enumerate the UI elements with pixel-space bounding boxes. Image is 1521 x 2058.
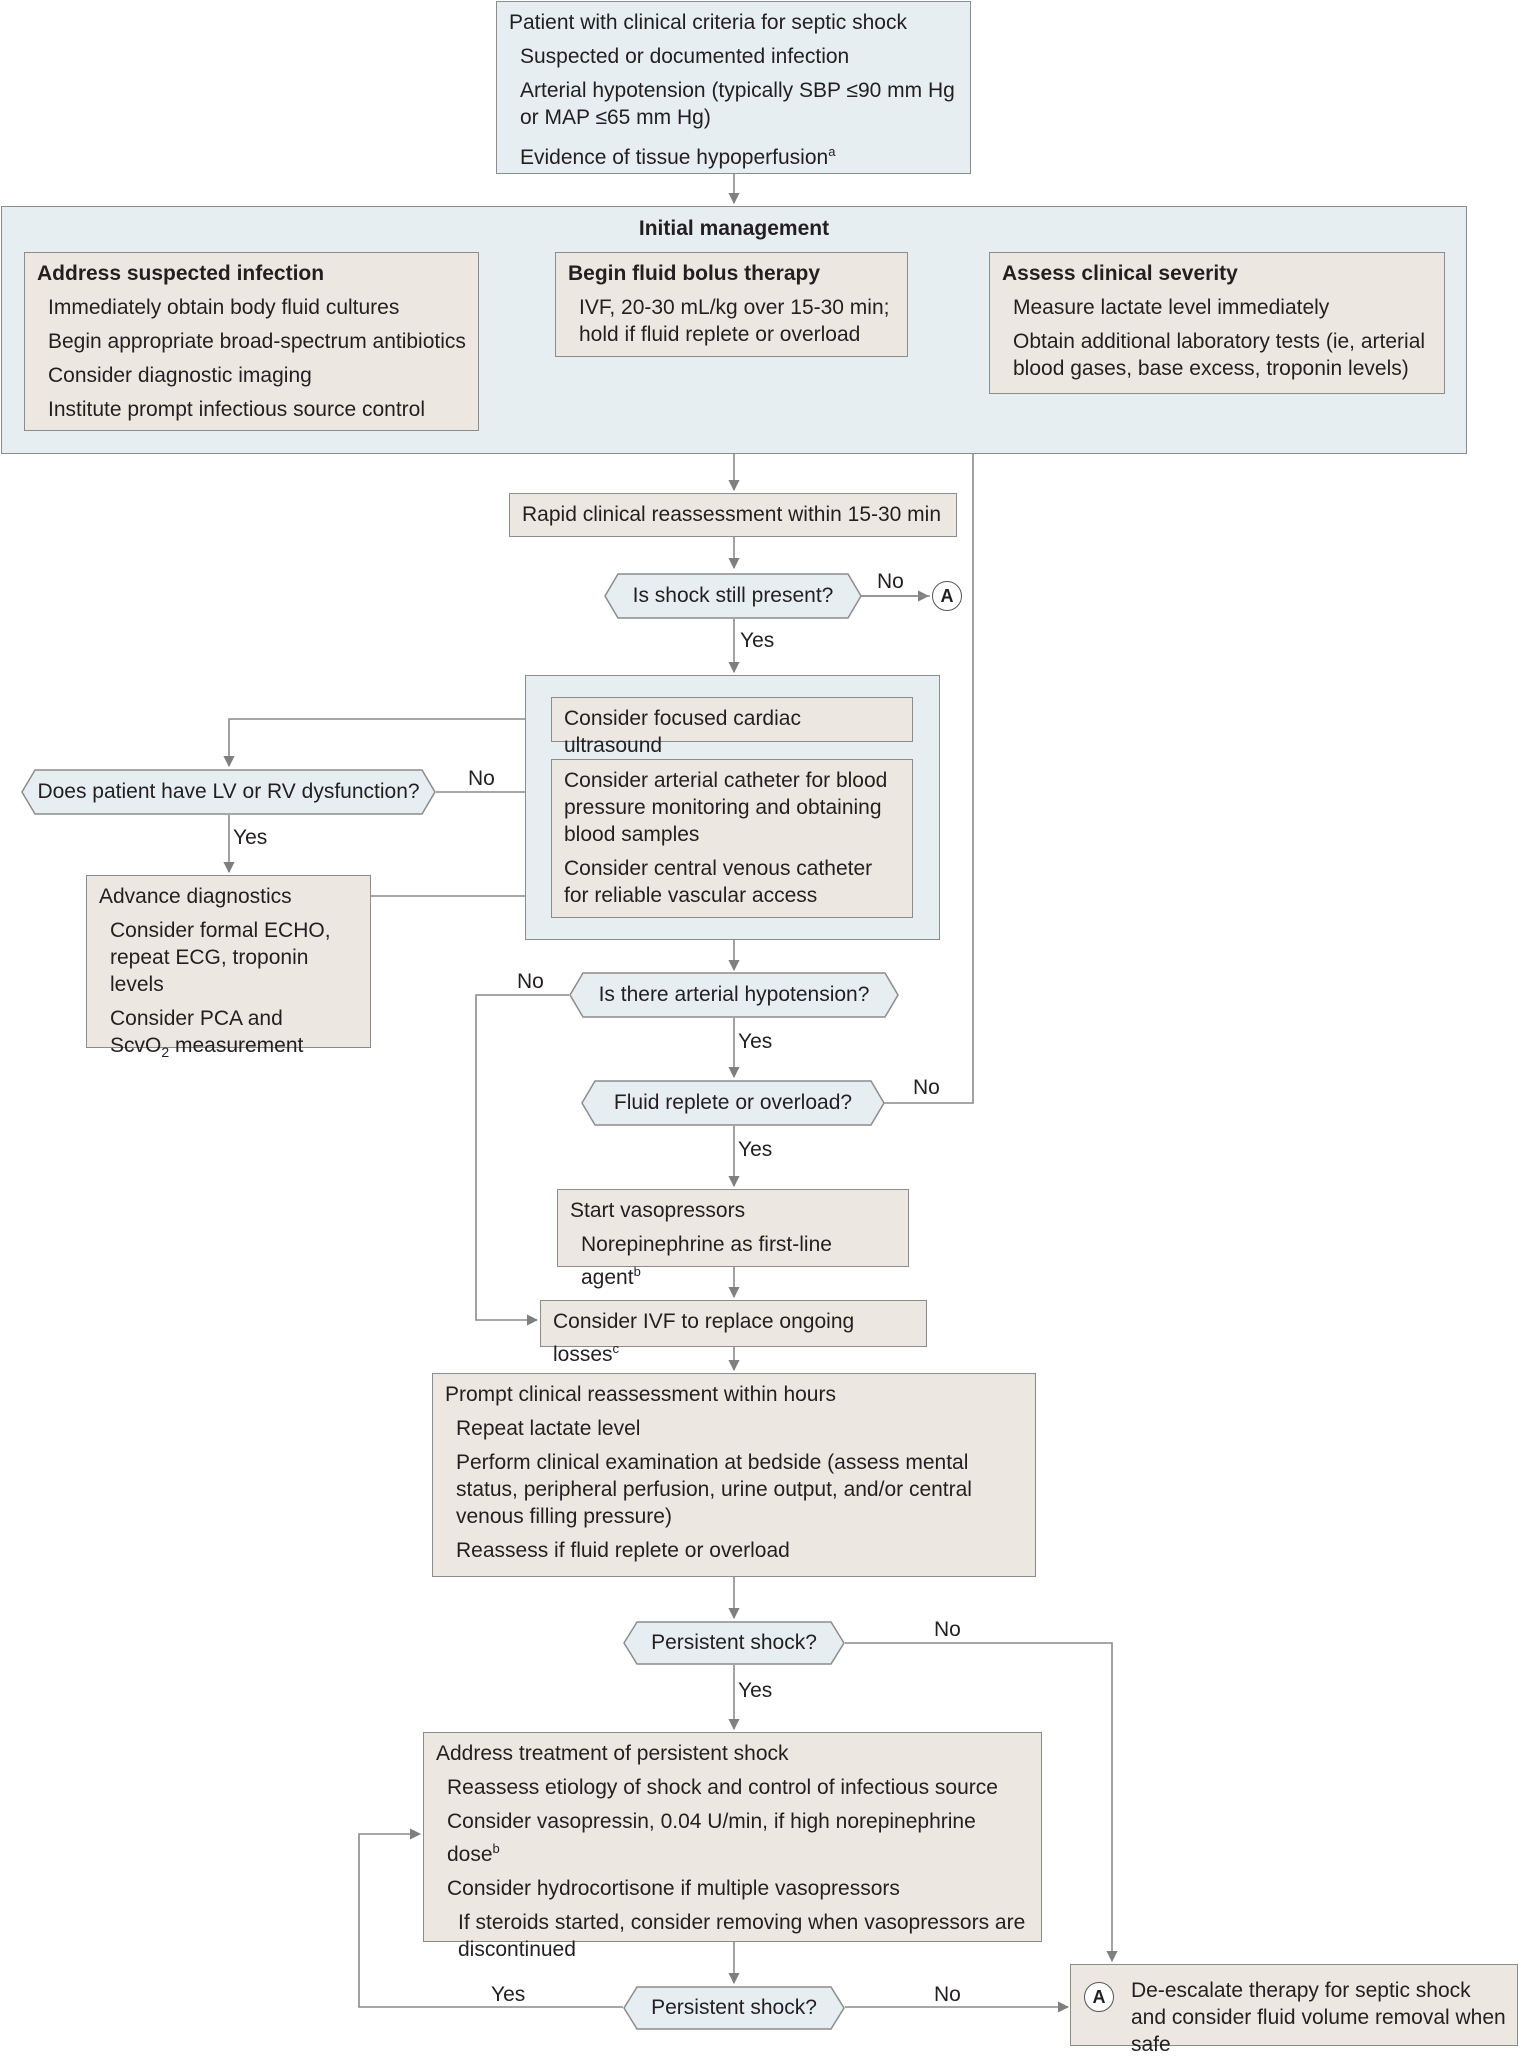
label-yes: Yes (233, 826, 268, 849)
prompt-item: Perform clinical examination at bedside … (456, 1451, 972, 1528)
vasopressin-text: Consider vasopressin, 0.04 U/min, if hig… (447, 1810, 976, 1866)
label-no: No (468, 767, 495, 790)
fluid-bolus-title: Begin fluid bolus therapy (568, 262, 821, 285)
address-infection-box: Address suspected infection Immediately … (24, 252, 479, 431)
initial-management-title: Initial management (638, 217, 830, 240)
rapid-reassessment-text: Rapid clinical reassessment within 15-30… (522, 503, 942, 526)
catheter-box: Consider arterial catheter for blood pre… (551, 759, 913, 918)
decision-lv-rv-dysfunction: Does patient have LV or RV dysfunction? (21, 769, 436, 815)
prompt-reassessment-box: Prompt clinical reassessment within hour… (432, 1373, 1036, 1577)
ivf-text: Consider IVF to replace ongoing losses (553, 1310, 855, 1366)
label-no: No (517, 970, 544, 993)
cardiac-ultrasound-box: Consider focused cardiac ultrasound (551, 697, 913, 757)
decision-fluid-replete-text: Fluid replete or overload? (613, 1091, 853, 1114)
label-yes: Yes (738, 1138, 773, 1161)
footnote-marker: b (492, 1841, 500, 1856)
persistent-item: Reassess etiology of shock and control o… (447, 1776, 998, 1799)
footnote-marker: c (612, 1341, 620, 1356)
pca-text: Consider PCA and (110, 1007, 283, 1030)
start-item: Suspected or documented infection (520, 45, 850, 68)
scvo2-prefix: ScvO (110, 1034, 162, 1057)
deescalate-box: A De-escalate therapy for septic shock a… (1070, 1964, 1518, 2056)
label-no: No (934, 1983, 961, 2006)
label-yes: Yes (491, 1983, 526, 2006)
scvo2-suffix: measurement (169, 1034, 304, 1057)
decision-shock-present-text: Is shock still present? (632, 584, 834, 607)
label-yes: Yes (740, 629, 775, 652)
prompt-item: Reassess if fluid replete or overload (456, 1539, 790, 1562)
deescalate-text: De-escalate therapy for septic shock and… (1131, 1979, 1506, 2056)
severity-item: Measure lactate level immediately (1013, 296, 1330, 319)
assess-severity-box: Assess clinical severity Measure lactate… (989, 252, 1445, 394)
advance-diagnostics-box: Advance diagnostics Consider formal ECHO… (86, 875, 371, 1060)
fluid-bolus-item: IVF, 20-30 mL/kg over 15-30 min; hold if… (579, 296, 890, 346)
rapid-reassessment-box: Rapid clinical reassessment within 15-30… (509, 493, 957, 537)
catheter-item: Consider arterial catheter for blood pre… (564, 769, 888, 846)
persistent-item: Consider hydrocortisone if multiple vaso… (447, 1877, 900, 1900)
decision-persistent-shock-2-text: Persistent shock? (651, 1996, 817, 2019)
prompt-reassessment-title: Prompt clinical reassessment within hour… (445, 1383, 836, 1406)
persistent-treatment-box: Address treatment of persistent shock Re… (423, 1732, 1042, 1961)
tissue-text: Evidence of tissue hypoperfusion (520, 146, 829, 169)
infection-item: Institute prompt infectious source contr… (48, 398, 426, 421)
decision-arterial-hypotension: Is there arterial hypotension? (569, 972, 899, 1018)
decision-fluid-replete: Fluid replete or overload? (581, 1080, 885, 1126)
start-title: Patient with clinical criteria for septi… (509, 11, 907, 34)
infection-item: Begin appropriate broad-spectrum antibio… (48, 330, 466, 353)
decision-persistent-shock-1: Persistent shock? (623, 1621, 845, 1665)
start-item-tissue: Evidence of tissue hypoperfusiona (509, 138, 958, 171)
infection-item: Immediately obtain body fluid cultures (48, 296, 400, 319)
assess-severity-title: Assess clinical severity (1002, 262, 1238, 285)
prompt-item: Repeat lactate level (456, 1417, 641, 1440)
start-criteria-box: Patient with clinical criteria for septi… (496, 1, 971, 174)
label-no: No (913, 1076, 940, 1099)
persistent-treatment-title: Address treatment of persistent shock (436, 1742, 789, 1765)
vasopressors-title: Start vasopressors (570, 1199, 746, 1222)
infection-item: Consider diagnostic imaging (48, 364, 312, 387)
label-yes: Yes (738, 1679, 773, 1702)
decision-persistent-shock-1-text: Persistent shock? (651, 1631, 817, 1654)
ivf-box: Consider IVF to replace ongoing lossesc (540, 1300, 927, 1366)
decision-persistent-shock-2: Persistent shock? (623, 1986, 845, 2030)
advance-diagnostics-title: Advance diagnostics (99, 885, 292, 908)
persistent-subitem: If steroids started, consider removing w… (458, 1911, 1026, 1961)
label-no: No (877, 570, 904, 593)
footnote-marker: b (633, 1264, 641, 1279)
vasopressors-item: Norepinephrine as first-line agentb (570, 1231, 896, 1291)
start-item: Arterial hypotension (typically SBP ≤90 … (520, 79, 955, 129)
severity-item: Obtain additional laboratory tests (ie, … (1013, 330, 1426, 380)
scvo2-subscript: 2 (161, 1044, 170, 1061)
vasopressors-box: Start vasopressors Norepinephrine as fir… (557, 1189, 909, 1289)
fluid-bolus-box: Begin fluid bolus therapy IVF, 20-30 mL/… (555, 252, 908, 357)
label-yes: Yes (738, 1030, 773, 1053)
norepinephrine-text: Norepinephrine as first-line agent (581, 1233, 832, 1289)
deescalate-a-marker: A (1084, 1982, 1114, 2012)
catheter-item: Consider central venous catheter for rel… (564, 857, 873, 907)
decision-lv-rv-text: Does patient have LV or RV dysfunction? (37, 780, 420, 803)
address-infection-title: Address suspected infection (37, 262, 325, 285)
cardiac-ultrasound-text: Consider focused cardiac ultrasound (564, 707, 801, 757)
ivf-item: Consider IVF to replace ongoing lossesc (553, 1308, 914, 1368)
connector-a-marker: A (932, 581, 962, 611)
decision-shock-present: Is shock still present? (604, 573, 862, 619)
advance-item: Consider formal ECHO, repeat ECG, tropon… (110, 919, 331, 996)
footnote-marker: a (828, 144, 836, 159)
decision-hypotension-text: Is there arterial hypotension? (598, 983, 870, 1006)
label-no: No (934, 1618, 961, 1641)
persistent-item-vasopressin: Consider vasopressin, 0.04 U/min, if hig… (436, 1808, 1029, 1868)
